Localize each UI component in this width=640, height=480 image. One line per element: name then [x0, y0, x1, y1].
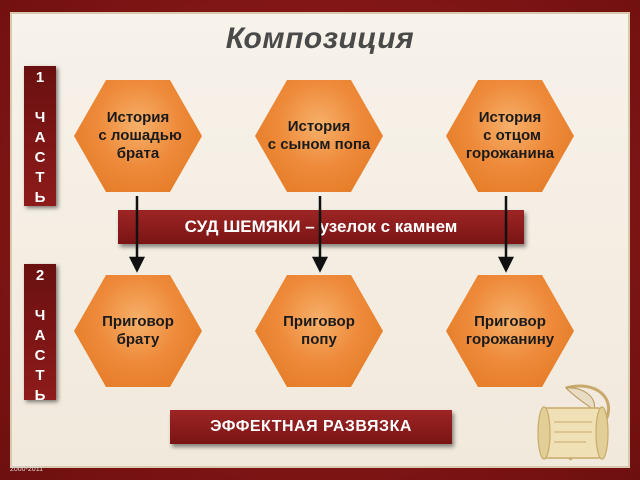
bottom-band-denouement: ЭФФЕКТНАЯ РАЗВЯЗКА: [170, 410, 452, 444]
scroll-quill-icon: [537, 384, 611, 461]
part-2-label: 2 Ч А С Т Ь: [24, 264, 56, 404]
footer-stamp: 2000-2011: [10, 466, 43, 473]
part-1-label: 1 Ч А С Т Ь: [24, 66, 56, 206]
hexagon-verdict-priest: Приговор попу: [255, 275, 383, 387]
hexagon-story-priest-son: История с сыном попа: [255, 80, 383, 192]
slide-title: Композиция: [225, 22, 415, 55]
